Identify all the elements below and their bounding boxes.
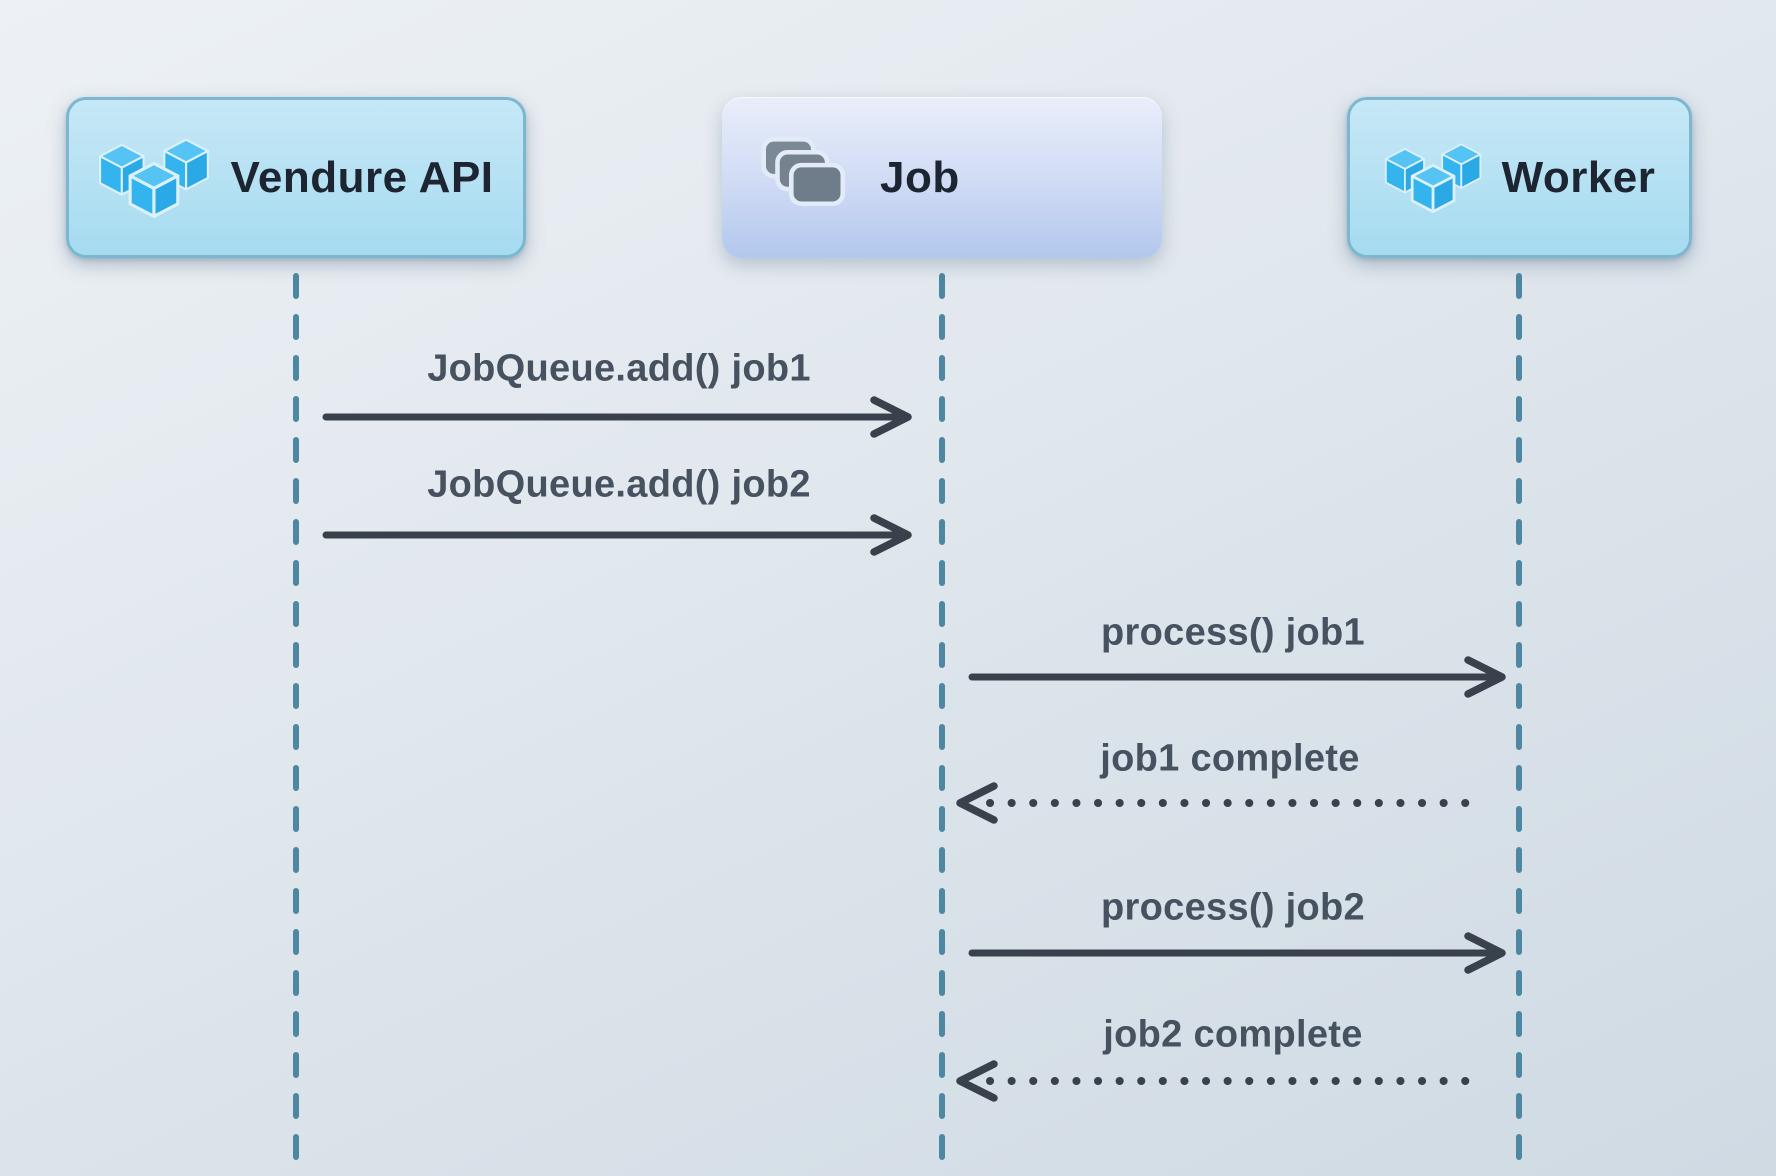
arrow-jobqueue-add-job1: [322, 396, 912, 438]
arrow-process-job1: [968, 656, 1506, 698]
lifelines: [293, 273, 1522, 1176]
stacked-cards-icon: [761, 136, 846, 206]
message-label-jobqueue-add-job1: JobQueue.add() job1: [427, 347, 811, 390]
arrowhead-right-icon: [1464, 656, 1506, 698]
dotted-arrows: [956, 782, 1486, 1102]
participant-vendure-api: Vendure API: [66, 97, 526, 258]
participant-worker: Worker: [1347, 97, 1692, 258]
participant-label: Job: [880, 152, 960, 202]
arrow-job1-complete: [956, 782, 1486, 824]
vendure-logo-icon: [99, 138, 210, 218]
message-label-process-job1: process() job1: [1101, 611, 1365, 654]
message-label-jobqueue-add-job2: JobQueue.add() job2: [427, 463, 811, 506]
arrowhead-right-icon: [870, 396, 912, 438]
arrowhead-right-icon: [870, 514, 912, 556]
arrow-process-job2: [968, 932, 1506, 974]
vendure-logo-icon: [1384, 142, 1481, 213]
message-label-job2-complete: job2 complete: [1103, 1013, 1363, 1056]
solid-arrows: [322, 396, 1506, 974]
arrowhead-left-icon: [956, 1060, 998, 1102]
message-label-process-job2: process() job2: [1101, 886, 1365, 929]
message-label-job1-complete: job1 complete: [1100, 737, 1360, 780]
arrow-jobqueue-add-job2: [322, 514, 912, 556]
participant-job: Job: [722, 97, 1162, 258]
participant-label: Worker: [1501, 152, 1656, 202]
arrow-job2-complete: [956, 1060, 1486, 1102]
arrowhead-right-icon: [1464, 932, 1506, 974]
participant-label: Vendure API: [230, 152, 494, 202]
arrowhead-left-icon: [956, 782, 998, 824]
